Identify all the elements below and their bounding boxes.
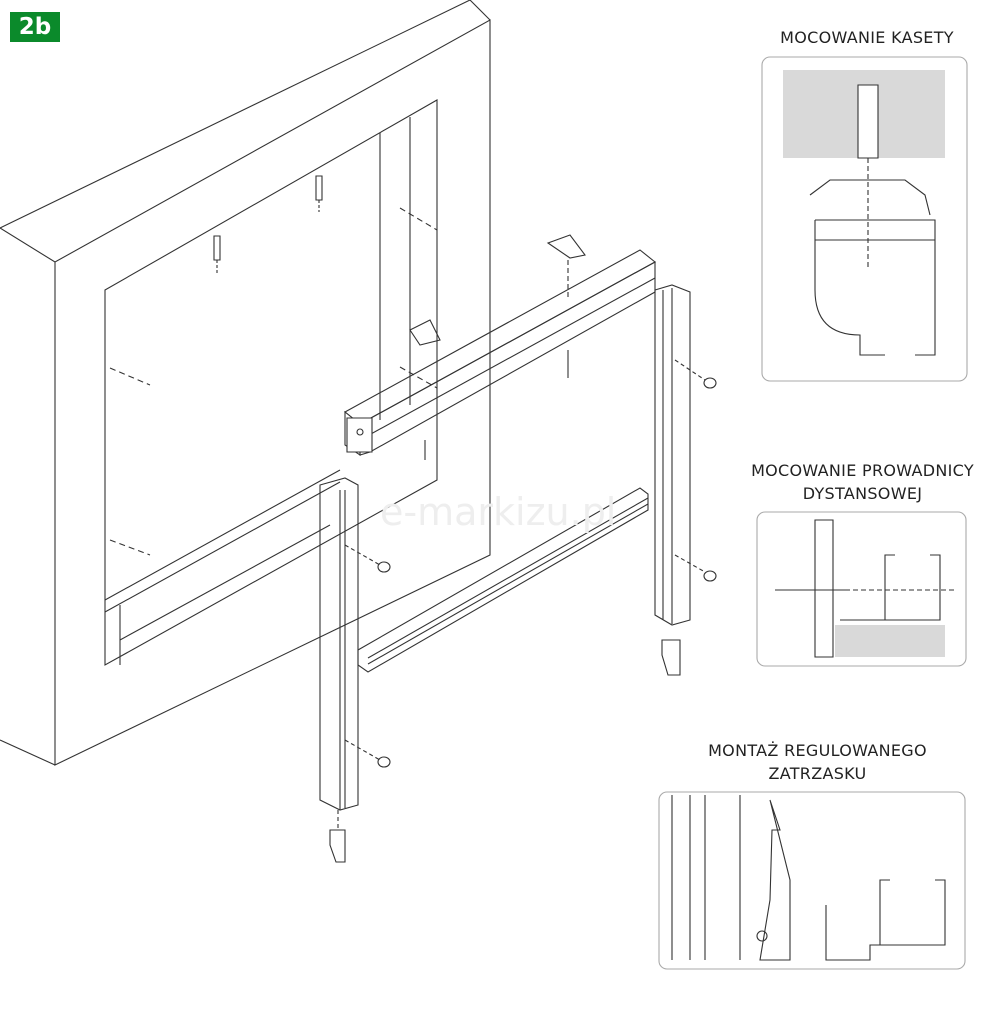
left-guide-rail (320, 478, 390, 862)
watermark: e-markizu.pl (380, 490, 617, 534)
title-line: MOCOWANIE KASETY (780, 28, 954, 47)
title-line: ZATRZASKU (768, 764, 867, 783)
title-line: MOCOWANIE PROWADNICY (751, 461, 974, 480)
window-opening (105, 100, 437, 665)
cassette-box (345, 235, 655, 460)
right-guide-rail (655, 285, 716, 675)
title-line: MONTAŻ REGULOWANEGO (708, 741, 927, 760)
step-badge: 2b (10, 12, 60, 42)
detail-title-latch: MONTAŻ REGULOWANEGO ZATRZASKU (690, 739, 945, 785)
detail-title-guide: MOCOWANIE PROWADNICY DYSTANSOWEJ (735, 459, 990, 505)
bottom-bar (358, 488, 648, 672)
detail-panel-cassette (762, 57, 967, 381)
wall-anchors (214, 176, 322, 275)
wall (0, 0, 490, 765)
detail-panel-latch (659, 792, 965, 969)
detail-title-cassette: MOCOWANIE KASETY (762, 26, 972, 49)
title-line: DYSTANSOWEJ (802, 484, 923, 503)
detail-panel-guide (757, 512, 966, 666)
